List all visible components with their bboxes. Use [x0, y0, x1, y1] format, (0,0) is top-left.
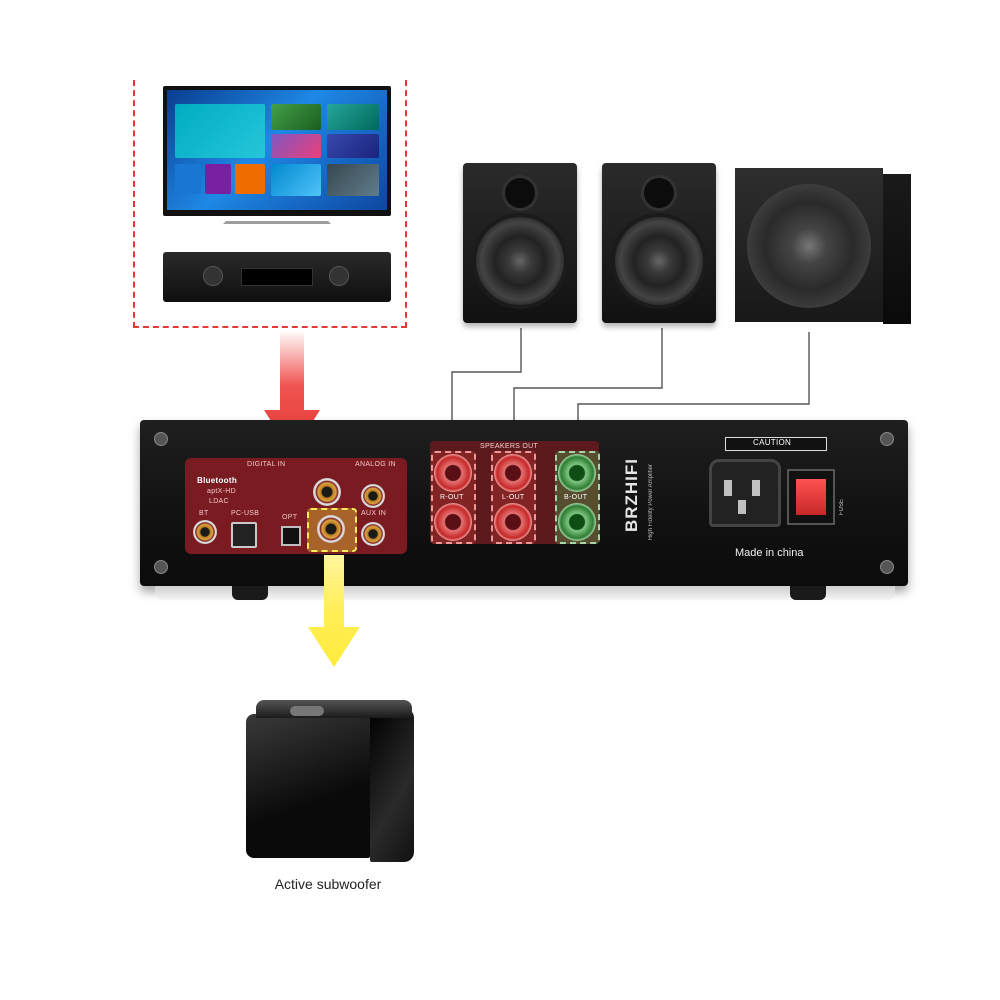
ldac-label: LDAC — [209, 498, 229, 505]
amplifier-foot — [232, 586, 268, 600]
pc-usb-label: PC-USB — [231, 510, 260, 517]
speakers-out-label: SPEAKERS OUT — [480, 443, 539, 450]
analog-in-label: ANALOG IN — [355, 461, 396, 468]
r-out-label: R-OUT — [440, 494, 464, 501]
brand-name: BRZHIFI — [622, 458, 641, 533]
l-out-label: L-OUT — [502, 494, 525, 501]
brand-subtitle: High Fidelity Power Amplifier — [648, 464, 654, 541]
source-devices-box — [133, 80, 407, 328]
analog-right-jack — [361, 522, 385, 546]
sub-output-arrow-icon — [308, 555, 360, 667]
active-subwoofer-icon — [246, 700, 416, 862]
digital-in-label: DIGITAL IN — [247, 461, 286, 468]
bookshelf-speaker-left-icon — [463, 163, 577, 323]
passive-subwoofer-icon — [735, 168, 912, 328]
made-in-label: Made in china — [735, 547, 804, 559]
sub-out-jack — [317, 515, 345, 543]
opt-label: OPT — [282, 514, 298, 521]
l-out-terminal-top — [494, 454, 532, 492]
input-panel: DIGITAL IN ANALOG IN Bluetooth aptX-HD L… — [185, 458, 407, 554]
power-section: CAUTION FUSE Made in china — [703, 437, 852, 567]
b-out-label: B-OUT — [564, 494, 588, 501]
amplifier-foot — [790, 586, 826, 600]
optical-port — [281, 526, 301, 546]
power-switch[interactable] — [787, 469, 835, 525]
media-player-icon — [163, 248, 391, 310]
bookshelf-speaker-right-icon — [602, 163, 716, 323]
coaxial-jack — [313, 478, 341, 506]
usb-port — [231, 522, 257, 548]
analog-left-jack — [361, 484, 385, 508]
b-out-terminal-top — [558, 454, 596, 492]
aptx-label: aptX-HD — [207, 488, 236, 495]
aux-label: AUX IN — [361, 510, 387, 517]
caution-label: CAUTION — [753, 438, 792, 447]
bt-antenna-jack — [193, 520, 217, 544]
tv-icon — [163, 86, 391, 226]
fuse-label: FUSE — [839, 499, 845, 516]
r-out-terminal-bottom — [434, 503, 472, 541]
power-inlet-icon — [709, 459, 781, 527]
b-out-terminal-bottom — [558, 503, 596, 541]
l-out-terminal-bottom — [494, 503, 532, 541]
bluetooth-label: Bluetooth — [197, 476, 238, 485]
r-out-terminal-top — [434, 454, 472, 492]
bt-label: BT — [199, 510, 209, 517]
active-subwoofer-label: Active subwoofer — [274, 876, 382, 892]
